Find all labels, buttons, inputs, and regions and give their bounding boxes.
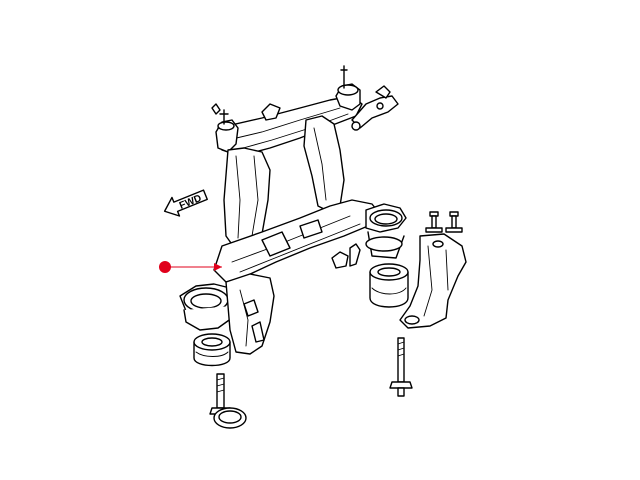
right-mounting-bolt[interactable]: [389, 337, 413, 397]
callout-dot[interactable]: [159, 261, 171, 273]
callout-arrowhead: [214, 263, 222, 271]
left-mounting-bolt[interactable]: [209, 373, 247, 429]
right-bushing[interactable]: [369, 263, 409, 308]
rear-crossmember-frame[interactable]: [179, 65, 407, 355]
left-bushing[interactable]: [193, 333, 231, 367]
fwd-arrow: FWD: [163, 189, 208, 217]
fwd-arrow-label: FWD: [178, 193, 203, 212]
callout-pointer: [159, 261, 222, 273]
mounting-bracket[interactable]: [399, 233, 467, 329]
bracket-bolts[interactable]: [425, 211, 463, 233]
